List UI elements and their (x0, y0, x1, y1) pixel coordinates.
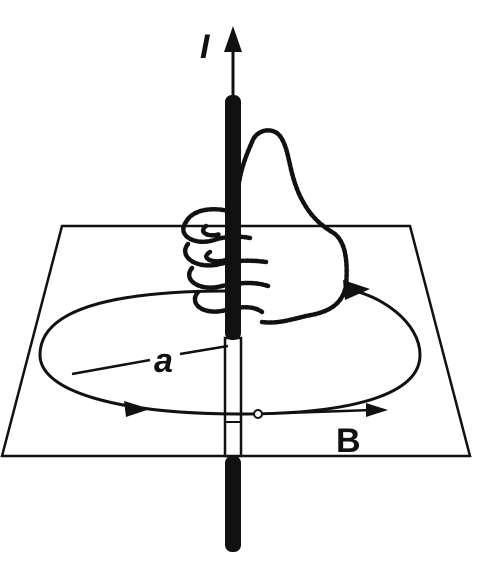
wire-hidden-segment (223, 336, 243, 458)
field-point (253, 409, 263, 419)
plane (0, 224, 472, 458)
field-line-circle (38, 287, 422, 416)
right-hand-thumb-up-icon (181, 128, 349, 325)
radius-line-right (179, 344, 229, 356)
current-arrowhead (224, 26, 242, 52)
field-vector-arrowhead (366, 403, 388, 417)
wire-lower (225, 456, 241, 552)
current-label: I (200, 28, 211, 66)
radius-label: a (154, 342, 173, 380)
wire-upper (225, 95, 241, 340)
field-arrow-upper (343, 280, 370, 300)
field-label: B (336, 422, 361, 460)
field-arrow-lower (124, 401, 150, 417)
field-vector-line (257, 408, 373, 416)
radius-line-left (71, 358, 151, 376)
